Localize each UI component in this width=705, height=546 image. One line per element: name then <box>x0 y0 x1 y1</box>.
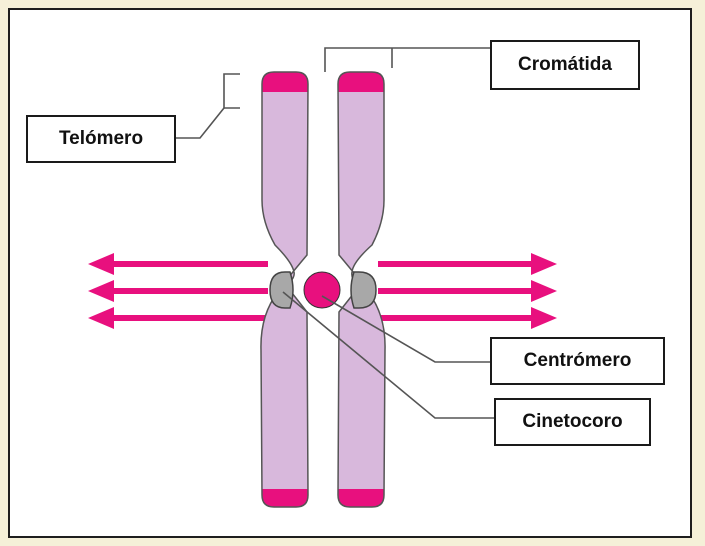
chromatid-label: Cromátida <box>490 40 640 90</box>
spindle-arrows-right <box>378 253 557 329</box>
kinetochore-left <box>270 272 293 308</box>
spindle-arrows-left <box>88 253 268 329</box>
spindle-arrow-right-middle <box>378 280 557 302</box>
spindle-arrow-right-bottom <box>378 307 557 329</box>
telomere-label: Telómero <box>26 115 176 163</box>
telomere-leader <box>224 74 240 108</box>
leader-lines <box>176 48 494 418</box>
centromere-label-text: Centrómero <box>524 350 632 372</box>
telomere-cap-left-top <box>255 65 315 92</box>
kinetochore-right <box>351 272 376 308</box>
spindle-arrow-right-top <box>378 253 557 275</box>
chromatid-label-text: Cromátida <box>518 54 612 76</box>
spindle-arrow-left-bottom <box>88 307 268 329</box>
telomere-label-text: Telómero <box>59 128 143 150</box>
kinetochore-label-text: Cinetocoro <box>522 411 622 433</box>
chromatid-leader <box>325 48 490 72</box>
spindle-arrow-left-middle <box>88 280 268 302</box>
centromere-label: Centrómero <box>490 337 665 385</box>
kinetochore-label: Cinetocoro <box>494 398 651 446</box>
spindle-arrow-left-top <box>88 253 268 275</box>
kinetochore-leader <box>283 292 494 418</box>
